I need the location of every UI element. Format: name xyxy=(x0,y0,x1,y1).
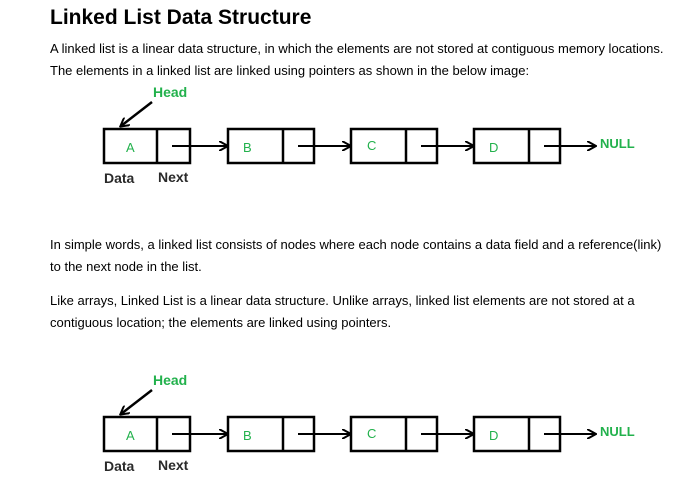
head-label: Head xyxy=(153,84,187,100)
node-d-label: D xyxy=(489,140,498,155)
node-b-label: B xyxy=(243,140,252,155)
null-label: NULL xyxy=(600,424,635,439)
next-caption: Next xyxy=(158,169,189,185)
node-a-label: A xyxy=(126,428,135,443)
linked-list-svg: Head A B C D NULL Data Next xyxy=(102,84,635,186)
head-label: Head xyxy=(153,372,187,388)
node-c-label: C xyxy=(367,138,376,153)
next-caption: Next xyxy=(158,457,189,473)
null-label: NULL xyxy=(600,136,635,151)
node-b-label: B xyxy=(243,428,252,443)
linked-list-diagram: Head A B C D NULL Data Next xyxy=(0,82,700,192)
head-pointer-arrow xyxy=(121,101,153,126)
node-d-label: D xyxy=(489,428,498,443)
data-caption: Data xyxy=(104,458,135,474)
simple-words-paragraph: In simple words, a linked list consists … xyxy=(50,237,662,274)
data-caption: Data xyxy=(104,170,135,186)
head-pointer-arrow xyxy=(121,389,153,414)
node-a-label: A xyxy=(126,140,135,155)
arrays-comparison-paragraph: Like arrays, Linked List is a linear dat… xyxy=(50,293,635,330)
linked-list-svg-repeat: Head A B C D NULL Data Next xyxy=(102,372,635,474)
linked-list-diagram-repeat: Head A B C D NULL Data Next xyxy=(0,370,700,480)
intro-paragraph: A linked list is a linear data structure… xyxy=(50,41,664,78)
node-c-label: C xyxy=(367,426,376,441)
page-title: Linked List Data Structure xyxy=(50,6,312,29)
